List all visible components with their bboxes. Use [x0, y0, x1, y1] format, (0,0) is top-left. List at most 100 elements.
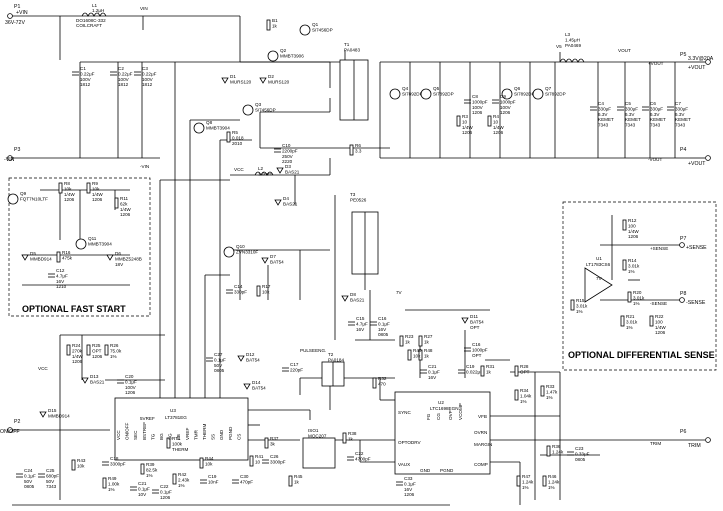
diode-symbol — [106, 254, 114, 261]
inductor-l2 — [254, 171, 274, 176]
component-value: 1.45μH — [565, 37, 580, 42]
u2-ref: U2 — [438, 400, 444, 405]
component-value: 1/4W — [462, 125, 473, 130]
resistor-symbol — [627, 291, 632, 303]
resistor-symbol — [199, 457, 204, 469]
component-ref: C18 — [110, 456, 119, 461]
diode-symbol — [81, 377, 89, 384]
component-value: OPT — [92, 348, 102, 353]
component-ref: C6 — [650, 101, 656, 106]
component-value: 4700pF — [355, 456, 371, 461]
resistor-symbol — [256, 285, 261, 297]
resistor-symbol — [249, 455, 254, 467]
component-ref: R34 — [520, 388, 529, 393]
component-ref: C26 — [270, 454, 279, 459]
component-value: 250V — [282, 154, 294, 159]
component-value: 2220 — [282, 159, 293, 164]
component-ref: C12 — [56, 268, 65, 273]
component-ref: T1 — [344, 42, 350, 47]
component-value: 75.0k — [110, 348, 122, 353]
component-value: Si7892DP — [433, 91, 454, 96]
component-ref: C3 — [142, 66, 148, 71]
component-value: 3.01k — [626, 319, 638, 324]
net-7v: 7V — [396, 290, 403, 295]
component-ref: R33 — [546, 384, 555, 389]
resistor-symbol — [288, 475, 293, 487]
ic-pin-label: VCOMP — [458, 403, 463, 420]
component-value: PA0469 — [565, 43, 581, 48]
component-value: 1% — [546, 395, 553, 400]
component-value: 3300pF — [270, 459, 286, 464]
component-value: 0805 — [214, 368, 225, 373]
component-value: 10k — [64, 186, 72, 191]
diode-symbol — [243, 383, 251, 390]
port-p5-spec: 3.3V@20A — [688, 56, 714, 62]
component-value: KEMET — [625, 117, 641, 122]
resistor-symbol — [418, 335, 423, 347]
component-value: 1.04k — [520, 393, 532, 398]
diode-symbol — [221, 77, 229, 84]
diode-symbol — [461, 317, 469, 324]
component-value: 7343 — [598, 123, 609, 128]
resistor-symbol — [172, 473, 177, 485]
component-value: PA0483 — [344, 47, 360, 52]
component-value: 330μF — [650, 106, 663, 111]
wiring — [12, 15, 705, 506]
component-value: Si7892DP — [545, 91, 566, 96]
component-value: BAS21 — [90, 379, 105, 384]
component-value: 1206 — [92, 354, 103, 359]
component-ref: R32 — [378, 376, 387, 381]
component-value: 1k — [405, 339, 411, 344]
component-value: 1% — [633, 301, 640, 306]
component-value: 100V — [500, 105, 512, 110]
component-ref: R14 — [628, 258, 637, 263]
component-ref: R48 — [424, 348, 433, 353]
resistor-symbol — [540, 385, 545, 397]
ic-pin-label: OPTODRV — [398, 440, 421, 445]
component-ref: Q1 — [312, 22, 319, 27]
component-value: 2010 — [232, 141, 243, 146]
diode-symbol — [261, 257, 269, 264]
transformer-t2 — [321, 361, 345, 387]
ic-pin-label: GND — [219, 429, 224, 440]
component-value: 1k — [294, 479, 300, 484]
component-value: 470pF — [240, 479, 253, 484]
ic-pin-label: FG — [426, 413, 431, 420]
component-value: 1% — [628, 269, 635, 274]
resistor-symbol — [418, 349, 423, 361]
ic-pin-label: SG — [168, 433, 173, 440]
component-value: 1k — [348, 436, 354, 441]
ic-pin-label: MARGIN — [474, 442, 492, 447]
component-value: 1/4W — [72, 354, 83, 359]
component-value: 1812 — [118, 82, 129, 87]
component-ref: R37 — [270, 436, 279, 441]
component-value: BAS21 — [350, 297, 365, 302]
component-ref: R31 — [486, 364, 495, 369]
port-p8-ref: P8 — [680, 291, 686, 297]
component-ref: L2 — [258, 166, 264, 171]
resistor-symbol — [226, 131, 231, 143]
component-value: 1k — [272, 23, 278, 28]
component-value: 10k — [413, 353, 421, 358]
